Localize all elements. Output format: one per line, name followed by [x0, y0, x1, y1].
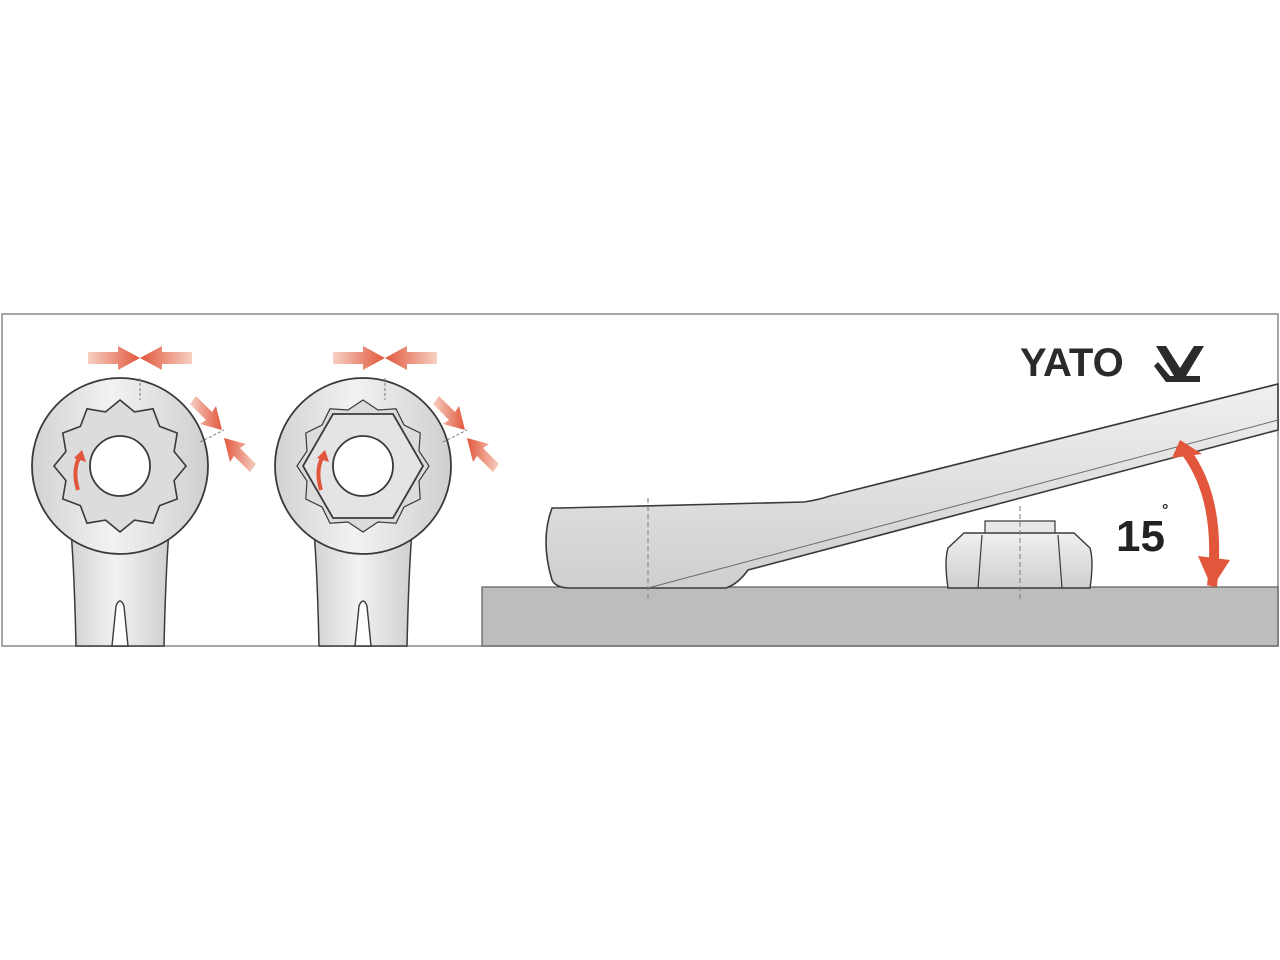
brand-name: YATO — [1020, 341, 1124, 385]
yato-logo-icon — [1154, 346, 1204, 382]
six-point-ring-icon — [274, 346, 499, 647]
angle-value: 15 — [1116, 512, 1165, 561]
offset-wrench-icon: 15 ° — [481, 382, 1279, 647]
angle-unit: ° — [1162, 502, 1168, 519]
work-surface — [481, 586, 1279, 647]
twelve-point-ring-icon — [31, 346, 256, 647]
nut-icon — [945, 506, 1093, 600]
yato-logo: YATO — [1020, 341, 1204, 385]
